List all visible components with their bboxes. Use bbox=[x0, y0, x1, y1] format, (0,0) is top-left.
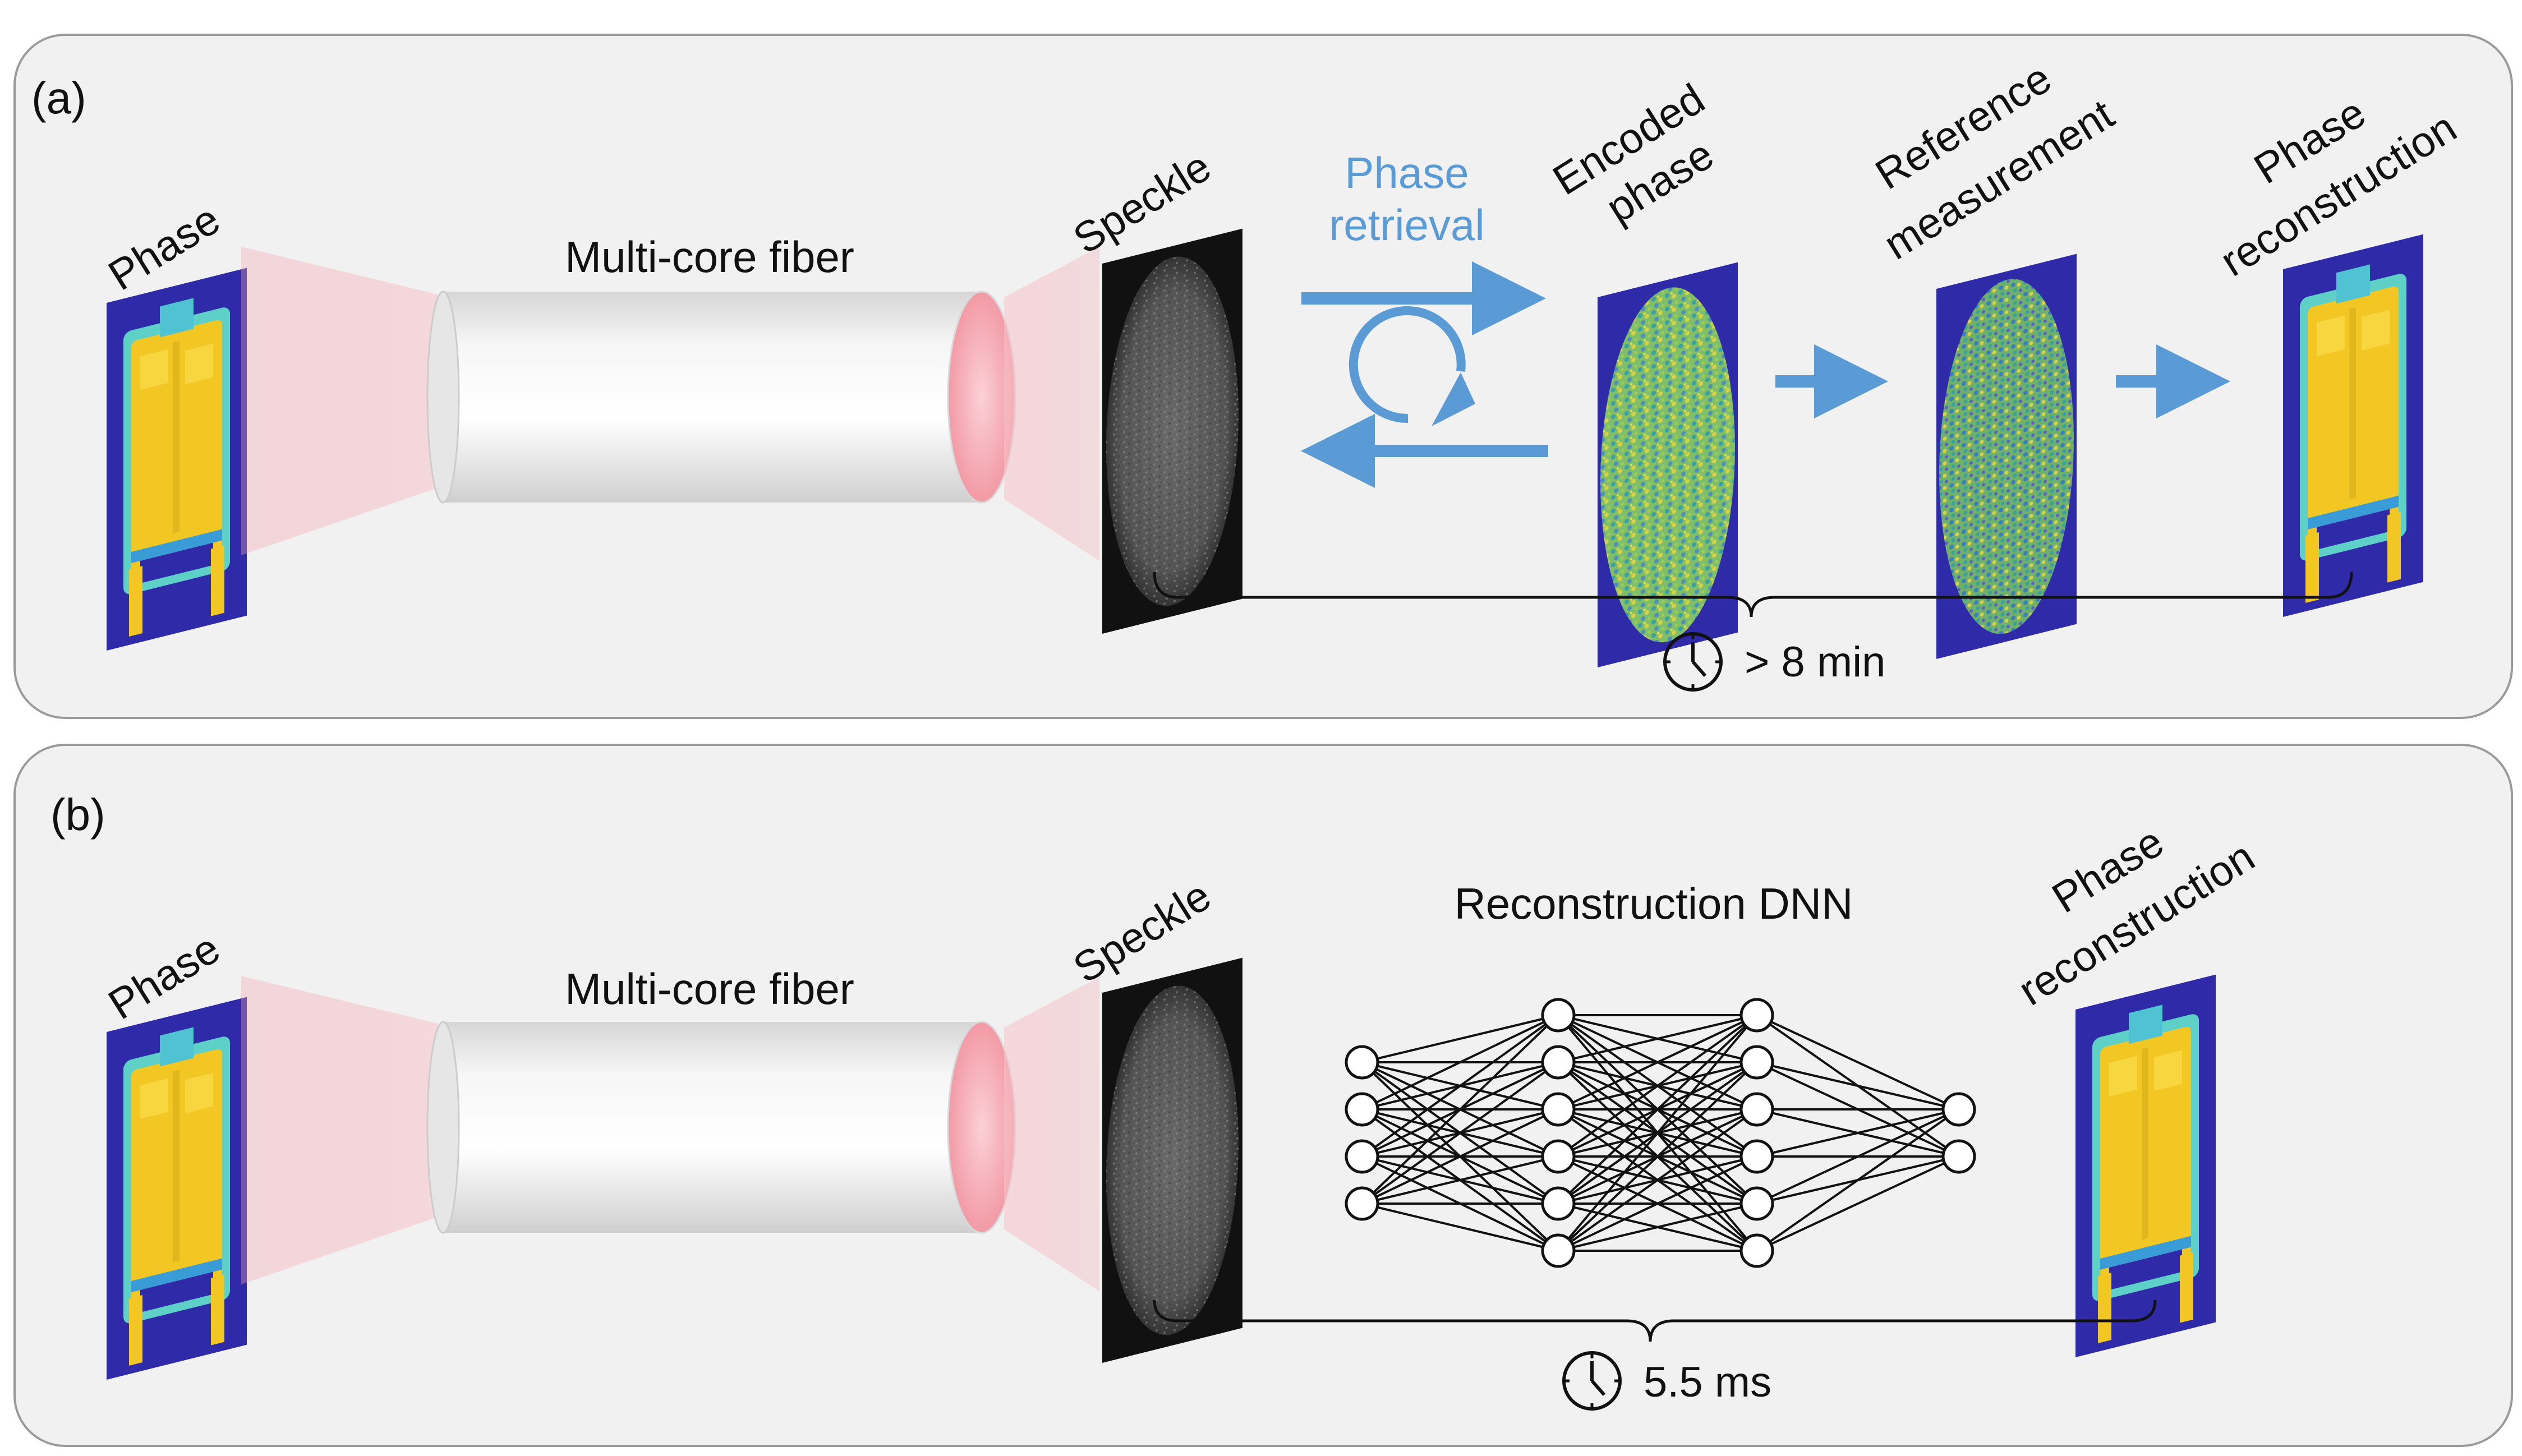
dnn-node-layer-4 bbox=[1941, 1139, 1976, 1174]
dnn-connection bbox=[1558, 1155, 1757, 1252]
dnn-label: Reconstruction DNN bbox=[1455, 879, 1853, 928]
phase-reconstruction-image-b bbox=[2075, 974, 2216, 1357]
dnn-connection bbox=[1361, 1014, 1559, 1111]
panel-a-tag: (a) bbox=[31, 73, 86, 123]
beam-in-b bbox=[241, 976, 438, 1284]
fiber-label-a: Multi-core fiber bbox=[565, 232, 854, 282]
input-phase-image-b bbox=[107, 997, 247, 1380]
multi-core-fiber-b bbox=[426, 1021, 1016, 1234]
speckle-image-b bbox=[1102, 957, 1242, 1363]
dnn-connection bbox=[1361, 1014, 1559, 1063]
timing-label-b: 5.5 ms bbox=[1644, 1358, 1771, 1406]
dnn-connection bbox=[1557, 1061, 1758, 1252]
panel-b-background bbox=[13, 744, 2513, 1447]
dnn-connection bbox=[1361, 1014, 1559, 1205]
dnn-connection bbox=[1361, 1014, 1559, 1158]
panel-b: (b) Phase Multi-core fiber Speckle Recon… bbox=[13, 744, 2513, 1447]
encoded-phase-image bbox=[1598, 262, 1738, 667]
dnn-node-layer-2 bbox=[1541, 1045, 1576, 1080]
dnn-node-layer-3 bbox=[1739, 998, 1774, 1033]
dnn-node-layer-2 bbox=[1541, 1139, 1576, 1174]
dnn-connection bbox=[1756, 1108, 1959, 1205]
dnn-node-layer-3 bbox=[1739, 1092, 1774, 1127]
dnn-connection bbox=[1557, 1014, 1758, 1205]
dnn-node-layer-1 bbox=[1345, 1139, 1379, 1174]
fiber-label-b: Multi-core fiber bbox=[565, 964, 854, 1013]
dnn-node-layer-2 bbox=[1541, 1233, 1576, 1268]
dnn-node-layer-3 bbox=[1739, 1139, 1774, 1174]
dnn-node-layer-1 bbox=[1345, 1092, 1379, 1127]
timing-brace-a bbox=[1153, 572, 2353, 618]
dnn-connection bbox=[1361, 1155, 1559, 1205]
dnn-node-layer-3 bbox=[1739, 1233, 1774, 1268]
panel-b-tag: (b) bbox=[50, 790, 105, 840]
dnn-node-layer-2 bbox=[1541, 998, 1576, 1033]
dnn-connection bbox=[1557, 1014, 1758, 1252]
beam-in-a bbox=[241, 247, 438, 555]
dnn-node-layer-1 bbox=[1345, 1045, 1379, 1080]
phase-retrieval-label-1: Phase bbox=[1345, 148, 1469, 197]
clock-icon bbox=[1663, 632, 1723, 692]
reconstruction-dnn bbox=[1345, 998, 1976, 1268]
input-phase-image-a bbox=[107, 268, 247, 651]
panel-a: (a) Phase Multi-core fiber Speckle Phase… bbox=[13, 34, 2513, 719]
dnn-connection bbox=[1558, 1014, 1757, 1063]
dnn-connection bbox=[1756, 1155, 1959, 1252]
dnn-node-layer-2 bbox=[1541, 1092, 1576, 1127]
dnn-node-layer-1 bbox=[1345, 1186, 1379, 1221]
dnn-connection bbox=[1361, 1108, 1559, 1205]
dnn-connection bbox=[1756, 1014, 1959, 1111]
dnn-connection bbox=[1756, 1108, 1959, 1158]
loop-arrow-icon bbox=[1349, 306, 1475, 426]
clock-icon bbox=[1562, 1351, 1622, 1411]
reference-measurement-image bbox=[1936, 254, 2077, 659]
multi-core-fiber-a bbox=[426, 291, 1016, 504]
dnn-connection bbox=[1557, 1014, 1758, 1158]
dnn-node-layer-3 bbox=[1739, 1186, 1774, 1221]
speckle-image-a bbox=[1102, 228, 1242, 634]
dnn-connection bbox=[1361, 1061, 1559, 1205]
dnn-connection bbox=[1361, 1202, 1559, 1252]
dnn-connection bbox=[1558, 1014, 1757, 1111]
dnn-node-layer-4 bbox=[1941, 1092, 1976, 1127]
beam-out-b bbox=[1004, 977, 1099, 1291]
timing-brace-b bbox=[1153, 1300, 2157, 1342]
dnn-connection bbox=[1756, 1108, 1960, 1252]
dnn-node-layer-3 bbox=[1739, 1045, 1774, 1080]
phase-reconstruction-image-a bbox=[2283, 234, 2423, 618]
timing-label-a: > 8 min bbox=[1745, 638, 1885, 686]
panel-a-background bbox=[13, 34, 2513, 719]
dnn-connection bbox=[1557, 1108, 1758, 1252]
beam-out-a bbox=[1004, 247, 1099, 561]
dnn-node-layer-2 bbox=[1541, 1186, 1576, 1221]
dnn-connection bbox=[1558, 1202, 1757, 1252]
phase-retrieval-label-2: retrieval bbox=[1329, 200, 1484, 250]
dnn-connection bbox=[1756, 1061, 1959, 1111]
